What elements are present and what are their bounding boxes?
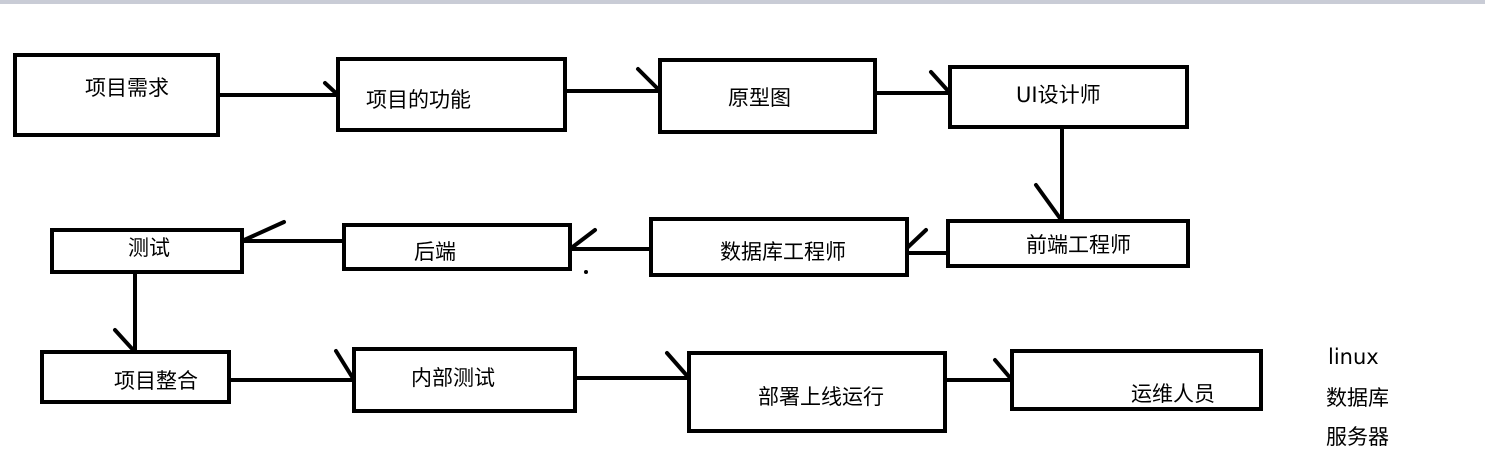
node-label: 原型图	[728, 86, 791, 110]
arrow-head	[240, 220, 286, 243]
node-box	[658, 58, 877, 134]
side-note: 服务器	[1326, 425, 1389, 449]
node-box	[946, 219, 1190, 268]
node-label: 项目的功能	[366, 88, 471, 112]
edge-req-to-func	[216, 81, 340, 97]
node-box	[948, 65, 1189, 129]
edge-be-to-test	[240, 220, 346, 243]
node-label: 部署上线运行	[758, 385, 884, 409]
node-box	[1010, 349, 1263, 411]
edge-integ-to-inner	[227, 349, 356, 382]
stray-dot	[584, 270, 588, 274]
node-box	[336, 57, 567, 132]
node-label: 内部测试	[411, 366, 495, 390]
nodes-layer: 项目需求项目的功能 原型图 UI设计师前端工程师 数据库工程师 后端 测试项目整合 内部测试…	[13, 53, 1263, 433]
node-db: 数据库工程师	[649, 217, 909, 277]
edge-func-to-proto	[563, 67, 662, 93]
node-test: 测试	[50, 228, 244, 274]
node-ui: UI设计师	[948, 65, 1189, 129]
node-func: 项目的功能	[336, 57, 567, 132]
arrow-head	[568, 228, 597, 251]
edge-fe-to-db	[905, 228, 950, 255]
arrow-head	[929, 70, 952, 95]
arrow-head	[334, 349, 356, 382]
edge-inner-to-deploy	[573, 351, 691, 380]
side-note: linux	[1328, 345, 1379, 369]
node-box	[342, 223, 572, 271]
edge-test-to-integ	[113, 270, 137, 354]
edge-db-to-be	[568, 228, 653, 251]
edge-ui-to-fe	[1034, 125, 1064, 223]
node-inner: 内部测试	[352, 347, 577, 413]
node-label: 后端	[414, 240, 456, 264]
node-box	[352, 347, 577, 413]
node-box	[50, 228, 244, 274]
arrow-head	[323, 81, 340, 97]
node-box	[13, 53, 220, 137]
node-req: 项目需求	[13, 53, 220, 137]
node-ops: 运维人员	[1010, 349, 1263, 411]
node-label: 数据库工程师	[720, 240, 846, 264]
arrow-head	[1034, 183, 1064, 223]
edges-layer	[113, 67, 1064, 382]
arrow-head	[993, 358, 1014, 382]
node-label: 运维人员	[1131, 382, 1215, 406]
node-label: 前端工程师	[1026, 233, 1131, 257]
arrow-head	[636, 67, 662, 93]
node-integ: 项目整合	[40, 350, 231, 404]
arrow-head	[113, 328, 137, 354]
node-deploy: 部署上线运行	[687, 351, 947, 433]
node-box	[40, 350, 231, 404]
top-rule	[0, 0, 1485, 4]
node-proto: 原型图	[658, 58, 877, 134]
arrow-head	[905, 228, 928, 250]
node-label: 测试	[128, 236, 170, 260]
side-note: 数据库	[1326, 386, 1389, 410]
node-label: UI设计师	[1016, 83, 1101, 107]
node-box	[649, 217, 909, 277]
node-fe: 前端工程师	[946, 219, 1190, 268]
node-box	[687, 351, 947, 433]
edge-deploy-to-ops	[943, 358, 1014, 382]
node-label: 项目需求	[85, 76, 169, 100]
edge-proto-to-ui	[873, 70, 952, 95]
node-label: 项目整合	[114, 369, 198, 393]
arrow-head	[665, 351, 691, 380]
node-be: 后端	[342, 223, 572, 271]
